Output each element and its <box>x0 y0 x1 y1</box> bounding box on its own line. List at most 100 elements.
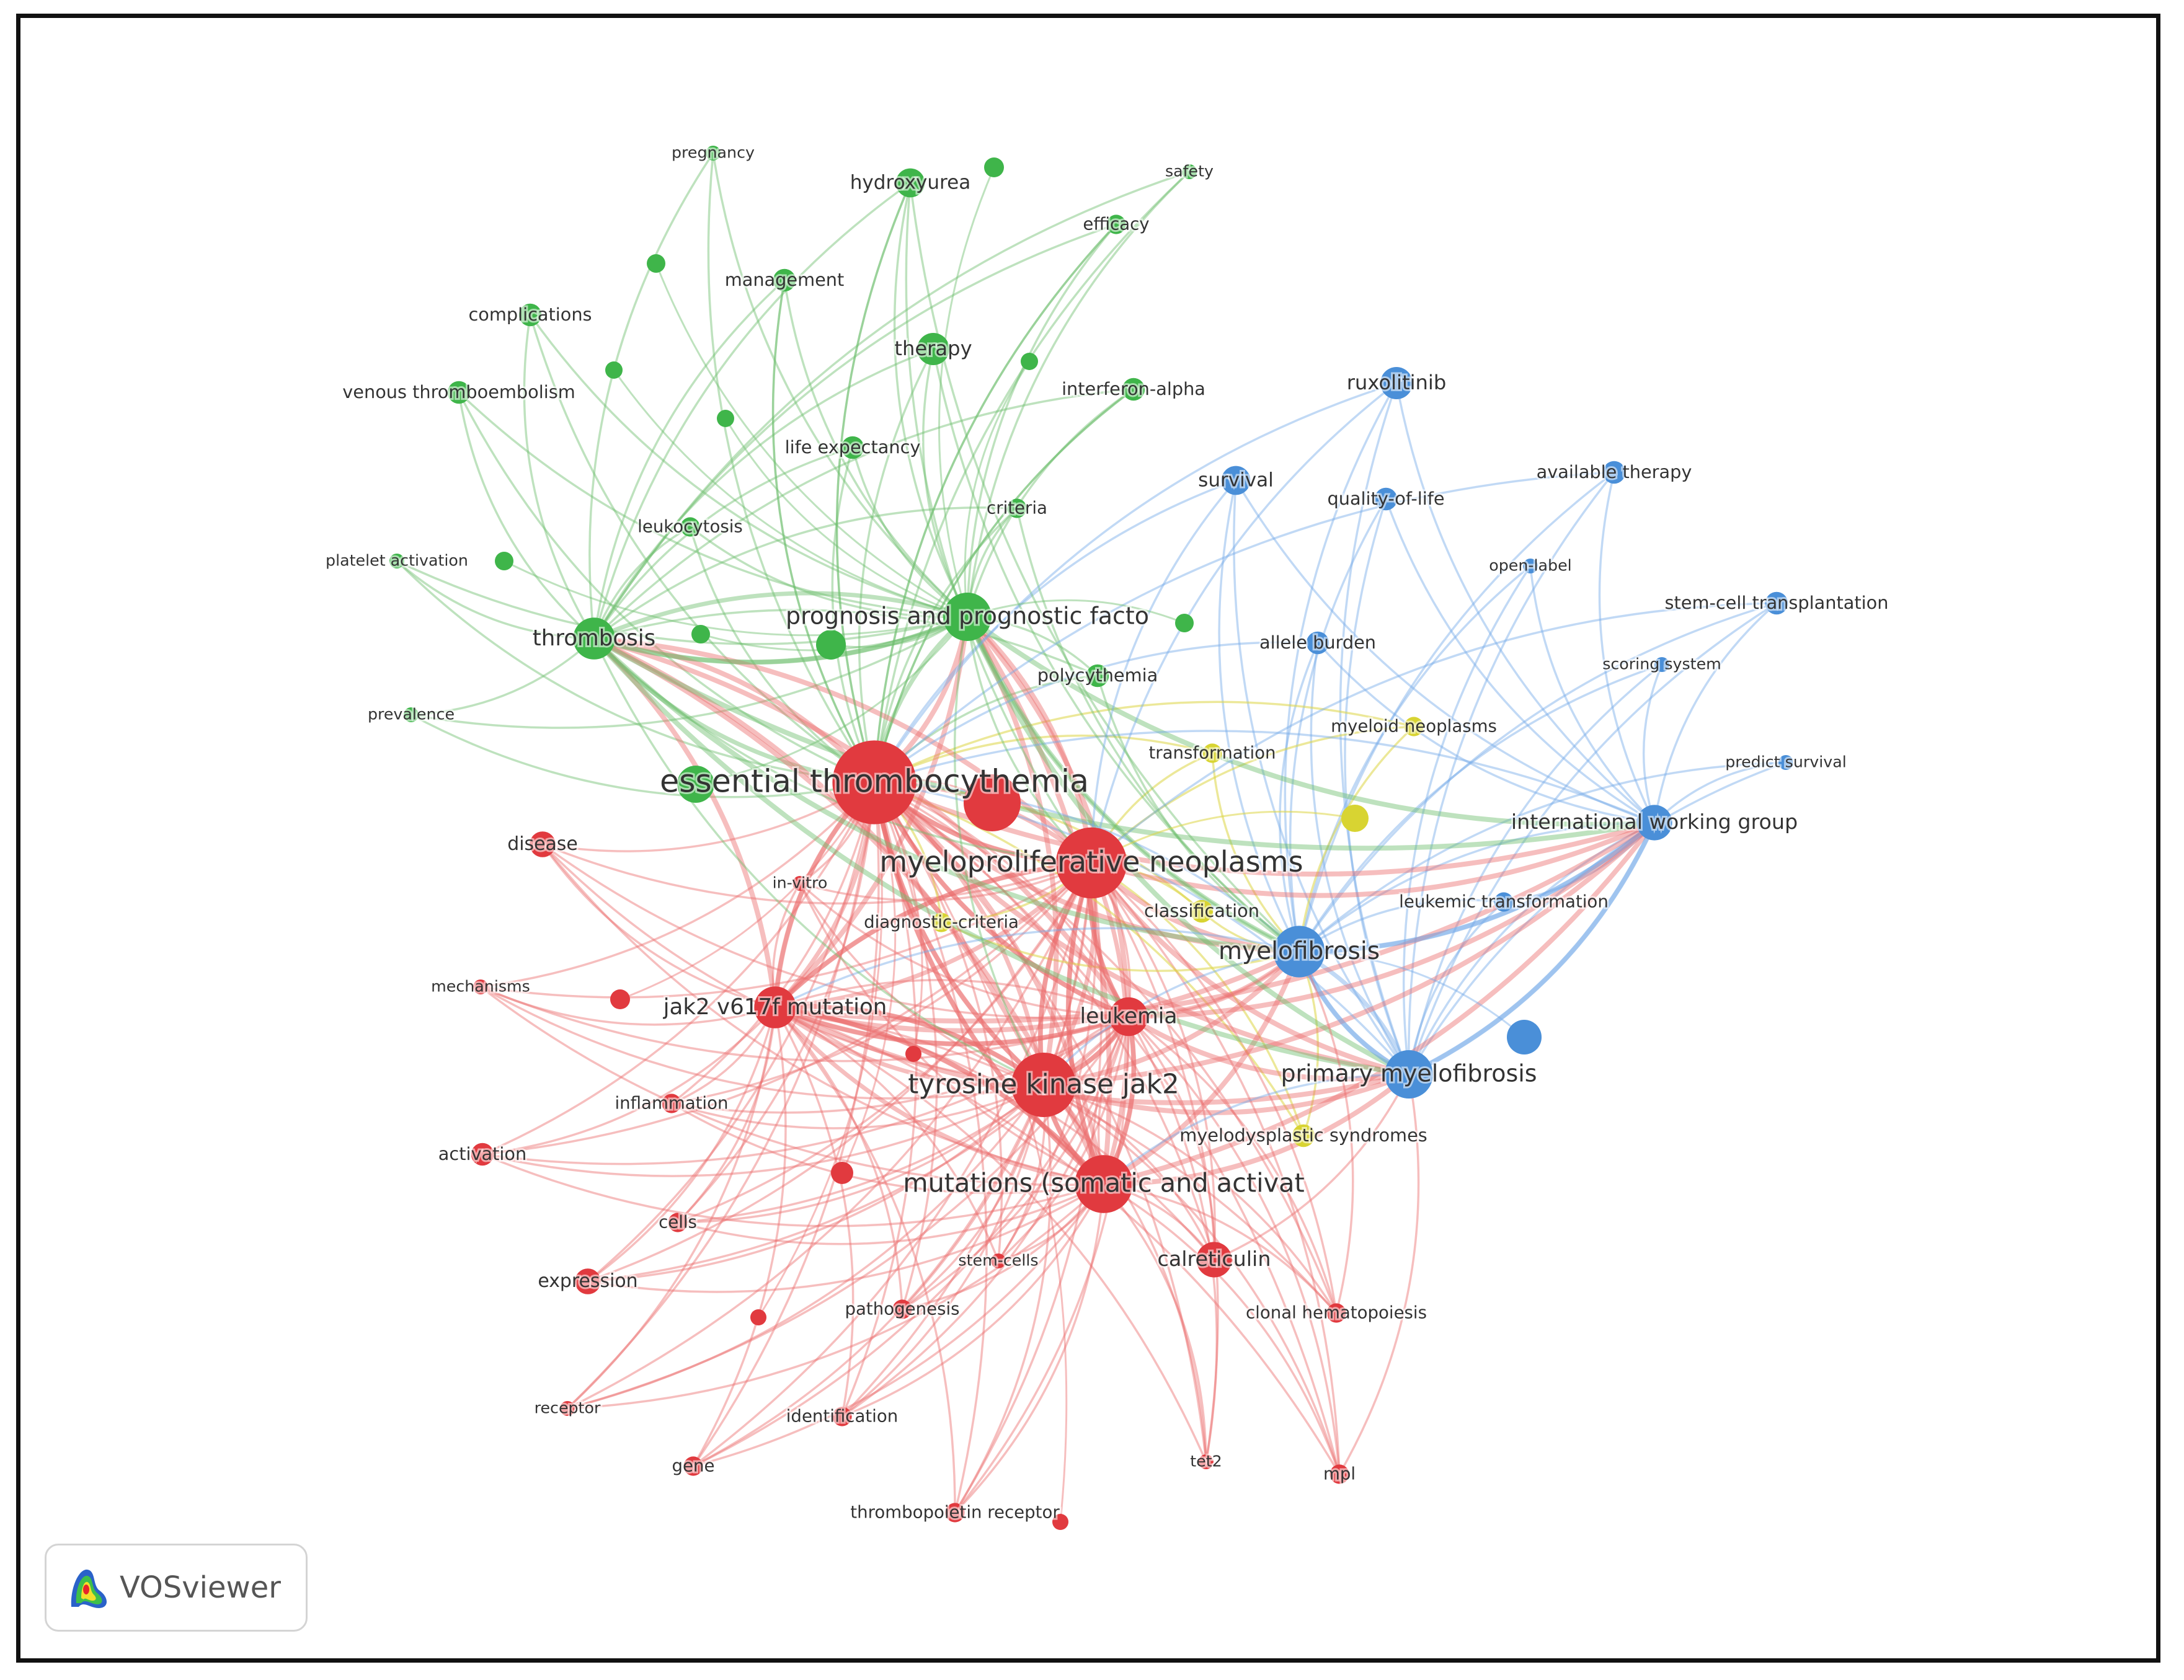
node-gene[interactable] <box>683 1456 703 1476</box>
link <box>773 1006 1044 1089</box>
link <box>587 1007 776 1283</box>
node-dot[interactable] <box>984 157 1004 177</box>
node-predict-survival[interactable] <box>1778 755 1793 770</box>
node-management[interactable] <box>773 268 796 292</box>
node-inflammation[interactable] <box>662 1094 681 1113</box>
link <box>872 780 1106 1185</box>
link <box>541 843 776 1009</box>
node-therapy[interactable] <box>917 333 949 365</box>
node-tet2[interactable] <box>1199 1454 1214 1469</box>
node-jak2-v617f-mutation[interactable] <box>754 986 796 1028</box>
node-quality-of-life[interactable] <box>1374 487 1398 511</box>
link <box>858 348 934 783</box>
node-hydroxyurea[interactable] <box>895 168 925 198</box>
node-ruxolitinib[interactable] <box>1380 367 1413 399</box>
node-dot[interactable] <box>677 766 714 803</box>
node-leukocytosis[interactable] <box>680 517 700 537</box>
node-mechanisms[interactable] <box>473 979 488 994</box>
link <box>677 1015 1130 1224</box>
node-leukemia[interactable] <box>1109 997 1148 1037</box>
node-tyrosine-kinase-jak2[interactable] <box>1011 1053 1076 1117</box>
link <box>1214 1074 1410 1261</box>
node-pathogenesis[interactable] <box>892 1299 912 1319</box>
node-dot[interactable] <box>1341 805 1369 832</box>
node-allele-burden[interactable] <box>1306 631 1329 655</box>
node-prognosis-and-prognostic-facto[interactable] <box>943 593 992 641</box>
link <box>542 781 875 852</box>
node-expression[interactable] <box>575 1268 601 1294</box>
node-diagnostic-criteria[interactable] <box>931 913 951 932</box>
link <box>872 782 1045 1087</box>
node-open-label[interactable] <box>1523 559 1538 573</box>
node-myeloid-neoplasms[interactable] <box>1404 717 1424 736</box>
vosviewer-logo: VOSviewer <box>45 1544 308 1632</box>
node-platelet-activation[interactable] <box>389 554 404 568</box>
node-identification[interactable] <box>832 1407 852 1426</box>
node-receptor[interactable] <box>560 1401 575 1416</box>
link <box>587 782 876 1283</box>
node-activation[interactable] <box>471 1143 494 1166</box>
node-dot[interactable] <box>1021 353 1038 370</box>
node-dot[interactable] <box>647 254 665 273</box>
link <box>775 1006 1338 1314</box>
node-scoring-system[interactable] <box>1654 657 1669 672</box>
node-dot[interactable] <box>1507 1020 1542 1054</box>
node-classification[interactable] <box>1190 900 1214 923</box>
node-safety[interactable] <box>1182 164 1197 179</box>
node-dot[interactable] <box>750 1309 766 1325</box>
label-hydroxyurea: hydroxyurea <box>850 171 971 193</box>
node-in-vitro[interactable] <box>792 876 807 891</box>
node-dot[interactable] <box>1175 614 1194 632</box>
node-cells[interactable] <box>668 1213 688 1232</box>
node-dot[interactable] <box>831 1162 853 1184</box>
node-dot[interactable] <box>717 410 734 427</box>
node-thrombopoietin-receptor[interactable] <box>945 1503 965 1523</box>
node-available-therapy[interactable] <box>1602 461 1626 484</box>
link <box>593 223 1117 639</box>
node-essential-thrombocythemia[interactable] <box>832 740 917 825</box>
label-prognosis-and-prognostic-facto: prognosis and prognostic facto <box>786 603 1149 630</box>
link <box>695 616 969 785</box>
node-pregnancy[interactable] <box>706 146 721 161</box>
link <box>1090 602 1777 864</box>
node-transformation[interactable] <box>1202 743 1222 763</box>
node-myelodysplastic-syndromes[interactable] <box>1292 1124 1315 1147</box>
node-thrombosis[interactable] <box>573 617 615 660</box>
link <box>773 860 1092 1009</box>
label-activation: activation <box>438 1143 526 1164</box>
link <box>1289 498 1387 952</box>
label-jak2-v617f-mutation: jak2 v617f mutation <box>663 994 887 1020</box>
node-primary-myelofibrosis[interactable] <box>1385 1050 1433 1099</box>
node-clonal-hematopoiesis[interactable] <box>1326 1303 1346 1323</box>
node-dot[interactable] <box>610 989 630 1009</box>
node-mpl[interactable] <box>1329 1464 1349 1484</box>
node-dot[interactable] <box>605 361 623 379</box>
node-dot[interactable] <box>964 774 1021 831</box>
node-disease[interactable] <box>530 831 556 857</box>
node-stem-cell-transplantation[interactable] <box>1765 591 1788 615</box>
node-dot[interactable] <box>905 1046 921 1062</box>
node-venous-thromboembolism[interactable] <box>447 381 471 404</box>
node-myelofibrosis[interactable] <box>1273 926 1325 978</box>
node-international-working-group[interactable] <box>1636 805 1672 841</box>
link <box>712 153 969 618</box>
node-myeloproliferative-neoplasms[interactable] <box>1055 827 1127 899</box>
node-mutations-somatic-and-activat[interactable] <box>1075 1155 1133 1213</box>
node-interferon-alpha[interactable] <box>1122 378 1145 401</box>
node-survival[interactable] <box>1221 466 1251 495</box>
node-calreticulin[interactable] <box>1196 1242 1232 1278</box>
node-efficacy[interactable] <box>1106 214 1126 234</box>
node-leukemic-transformation[interactable] <box>1494 892 1514 912</box>
node-prevalence[interactable] <box>404 707 419 722</box>
node-dot[interactable] <box>495 552 513 570</box>
node-polycythemia[interactable] <box>1086 664 1109 687</box>
link <box>1127 1015 1215 1260</box>
node-criteria[interactable] <box>1007 498 1027 518</box>
link-layer <box>396 153 1787 1523</box>
node-life-expectancy[interactable] <box>841 436 864 459</box>
node-complications[interactable] <box>518 303 542 327</box>
node-dot[interactable] <box>1052 1514 1068 1530</box>
node-stem-cells[interactable] <box>991 1253 1006 1268</box>
node-dot[interactable] <box>691 625 710 643</box>
node-dot[interactable] <box>816 630 846 660</box>
